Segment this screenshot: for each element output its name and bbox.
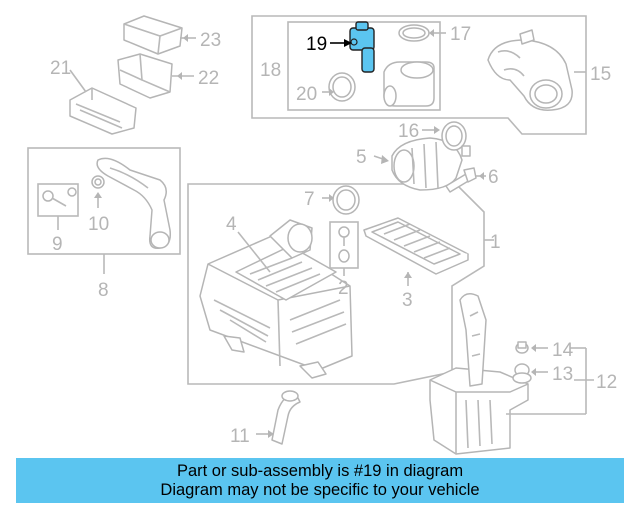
banner-line-1: Part or sub-assembly is #19 in diagram xyxy=(176,462,464,480)
part-21-duct xyxy=(69,87,137,135)
callout-14: 14 xyxy=(552,340,574,361)
part-15-air-duct xyxy=(487,29,573,111)
callout-3: 3 xyxy=(402,290,413,311)
group-15-frame xyxy=(251,15,587,135)
part-10-grommet xyxy=(91,175,105,189)
callout-5: 5 xyxy=(356,147,367,168)
part-20-o-ring xyxy=(328,72,356,102)
part-2-fastener xyxy=(338,226,350,263)
callout-10: 10 xyxy=(88,214,109,235)
part-5-coupling-hose xyxy=(391,137,463,191)
callout-16: 16 xyxy=(398,121,419,142)
callout-8: 8 xyxy=(98,280,109,301)
callout-17: 17 xyxy=(450,24,471,45)
part-9-bolt xyxy=(37,183,79,217)
part-22-bracket xyxy=(117,53,173,99)
part-12-resonator xyxy=(429,293,529,455)
callout-11: 11 xyxy=(230,426,250,447)
callout-21: 21 xyxy=(50,58,71,79)
callout-6: 6 xyxy=(488,167,499,188)
callout-9: 9 xyxy=(52,234,63,255)
part-23-cover xyxy=(123,15,183,55)
part-16-clamp xyxy=(441,121,471,157)
part-3-air-filter[interactable] xyxy=(363,217,469,275)
callout-18: 18 xyxy=(260,60,281,81)
part-13-mount xyxy=(512,363,532,384)
part-6-bolt xyxy=(445,167,477,193)
part-17-clamp xyxy=(398,24,430,42)
callout-20: 20 xyxy=(296,84,317,105)
callout-4: 4 xyxy=(226,214,237,235)
part-8-intake-hose xyxy=(96,157,172,249)
banner-line-2: Diagram may not be specific to your vehi… xyxy=(160,481,480,499)
callout-12: 12 xyxy=(596,372,617,393)
callout-15: 15 xyxy=(590,64,611,85)
part-4-air-cleaner-box[interactable] xyxy=(199,219,353,379)
callout-23: 23 xyxy=(200,30,221,51)
info-banner: Part or sub-assembly is #19 in diagram D… xyxy=(16,458,624,503)
callout-2: 2 xyxy=(338,278,349,299)
callout-1: 1 xyxy=(490,232,501,253)
group-1-frame xyxy=(187,183,485,385)
part-11-hose xyxy=(271,390,301,445)
callout-7: 7 xyxy=(304,189,315,210)
part-7-seal xyxy=(332,185,360,215)
part-14-grommet xyxy=(515,341,529,354)
callout-19: 19 xyxy=(306,34,327,55)
callout-13: 13 xyxy=(552,364,573,385)
part-19-airflow-sensor[interactable] xyxy=(349,21,375,73)
callout-22: 22 xyxy=(198,68,219,89)
